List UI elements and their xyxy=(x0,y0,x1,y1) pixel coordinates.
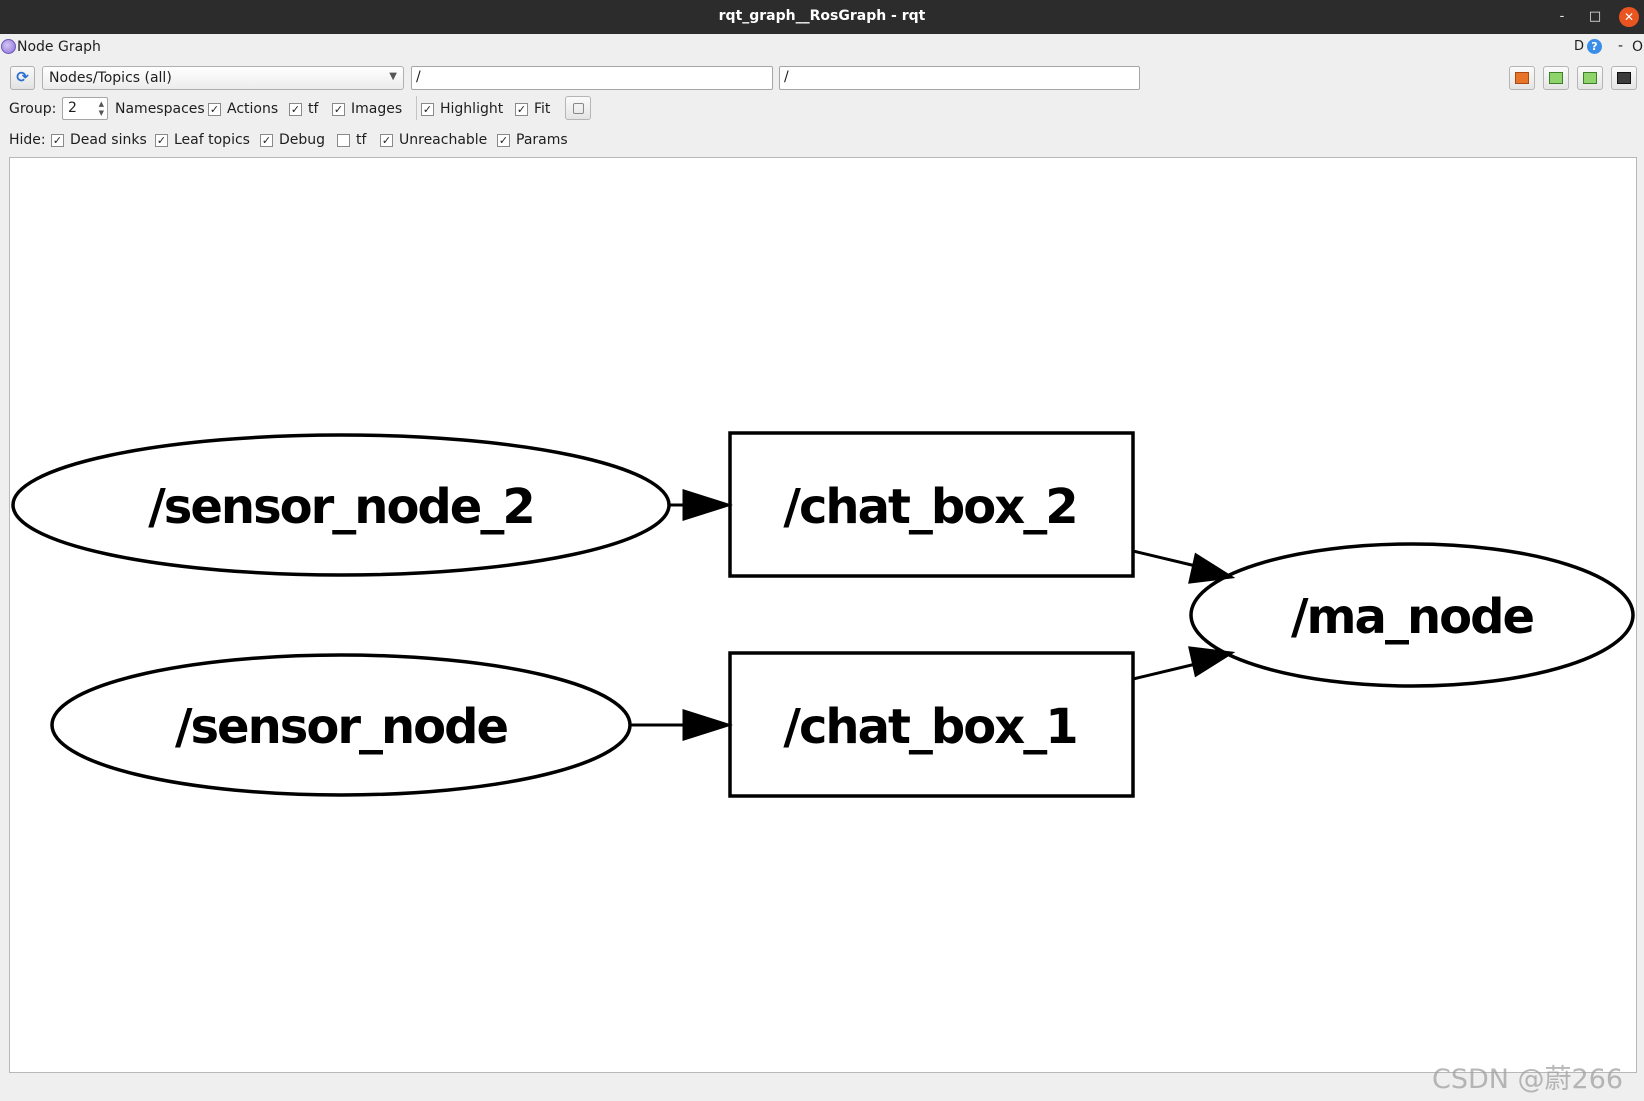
graph-topic-chat-box-1[interactable]: /chat_box_1 xyxy=(728,651,1135,798)
hide-tf-checkbox[interactable]: tf xyxy=(337,132,366,148)
params-checkbox[interactable]: ✓ Params xyxy=(497,132,568,148)
checkbox-box: ✓ xyxy=(515,102,528,116)
edge-chat-box-1-to-ma-node[interactable] xyxy=(1132,661,1201,681)
dead-sinks-label: Dead sinks xyxy=(70,132,147,148)
window-title: rqt_graph__RosGraph - rqt xyxy=(718,8,926,24)
images-label: Images xyxy=(351,101,403,117)
checkbox-box: ✓ xyxy=(51,133,64,147)
graph-node-sensor-node-2[interactable]: /sensor_node_2 xyxy=(11,433,671,577)
node-label-ma-node: /ma_node xyxy=(1291,589,1533,645)
fit-view-icon xyxy=(573,103,584,114)
plugin-title: Node Graph xyxy=(17,39,101,55)
view-mode-value: Nodes/Topics (all) xyxy=(49,70,172,86)
topic-label-chat-box-1: /chat_box_1 xyxy=(783,699,1076,755)
debug-checkbox[interactable]: ✓ Debug xyxy=(260,132,325,148)
checkbox-box: ✓ xyxy=(155,133,168,147)
params-label: Params xyxy=(516,132,568,148)
dock-toggle-button[interactable]: D xyxy=(1574,39,1585,54)
leaf-topics-label: Leaf topics xyxy=(174,132,250,148)
graph-topic-chat-box-2[interactable]: /chat_box_2 xyxy=(728,431,1135,578)
group-value: 2 xyxy=(68,100,77,116)
minimize-plugin-button[interactable]: - xyxy=(1618,38,1624,54)
checkbox-box: ✓ xyxy=(380,133,393,147)
close-button[interactable]: ✕ xyxy=(1619,7,1639,27)
fit-checkbox[interactable]: ✓ Fit xyxy=(515,101,550,117)
float-plugin-button[interactable]: O xyxy=(1632,39,1644,55)
unreachable-checkbox[interactable]: ✓ Unreachable xyxy=(380,132,487,148)
chevron-down-icon: ▼ xyxy=(389,71,397,82)
node-shape xyxy=(50,653,632,797)
spin-down-icon[interactable]: ▼ xyxy=(98,109,104,117)
leaf-topics-checkbox[interactable]: ✓ Leaf topics xyxy=(155,132,250,148)
graph-edges xyxy=(630,488,1236,742)
save-svg-button[interactable] xyxy=(1577,66,1603,90)
spin-up-icon[interactable]: ▲ xyxy=(98,100,104,108)
save-dot-icon xyxy=(1549,72,1563,84)
save-image-icon xyxy=(1617,72,1631,84)
highlight-checkbox[interactable]: ✓ Highlight xyxy=(421,101,503,117)
maximize-button[interactable]: □ xyxy=(1588,9,1602,24)
arrowhead xyxy=(682,488,733,522)
folder-open-icon xyxy=(1515,72,1529,84)
actions-checkbox[interactable]: ✓ Actions xyxy=(208,101,278,117)
view-mode-select[interactable]: Nodes/Topics (all) ▼ xyxy=(42,66,404,90)
save-image-button[interactable] xyxy=(1611,66,1637,90)
watermark: CSDN @蔚266 xyxy=(1432,1064,1624,1095)
dead-sinks-checkbox[interactable]: ✓ Dead sinks xyxy=(51,132,147,148)
graph-node-ma-node[interactable]: /ma_node xyxy=(1189,542,1635,688)
edge-chat-box-2-to-ma-node[interactable] xyxy=(1132,549,1201,569)
checkbox-box: ✓ xyxy=(497,133,510,147)
fit-in-view-button[interactable] xyxy=(565,96,591,120)
arrowhead xyxy=(1188,646,1236,678)
refresh-button[interactable]: ⟳ xyxy=(10,66,35,90)
checkbox-box: ✓ xyxy=(332,102,345,116)
tf-label: tf xyxy=(308,101,319,117)
tf-checkbox[interactable]: ✓ tf xyxy=(289,101,318,117)
node-graph-icon xyxy=(1,39,16,54)
group-label: Group: xyxy=(9,101,57,117)
highlight-label: Highlight xyxy=(440,101,504,117)
node-filter-input[interactable]: / xyxy=(411,66,773,90)
images-checkbox[interactable]: ✓ Images xyxy=(332,101,402,117)
load-dot-button[interactable] xyxy=(1509,66,1535,90)
checkbox-box xyxy=(337,133,350,147)
checkbox-box: ✓ xyxy=(208,102,221,116)
checkbox-box: ✓ xyxy=(260,133,273,147)
help-icon[interactable]: ? xyxy=(1587,39,1602,54)
topic-shape xyxy=(728,651,1135,798)
arrowhead xyxy=(1188,552,1236,584)
toolbar-separator xyxy=(416,96,417,120)
debug-label: Debug xyxy=(279,132,326,148)
node-shape xyxy=(1189,542,1635,688)
hide-tf-label: tf xyxy=(356,132,367,148)
save-dot-button[interactable] xyxy=(1543,66,1569,90)
topic-filter-input[interactable]: / xyxy=(779,66,1140,90)
save-svg-icon xyxy=(1583,72,1597,84)
topic-label-chat-box-2: /chat_box_2 xyxy=(783,479,1076,535)
checkbox-box: ✓ xyxy=(289,102,302,116)
fit-label: Fit xyxy=(534,101,551,117)
namespaces-label: Namespaces xyxy=(115,101,205,117)
plugin-header: Node Graph D ? - O xyxy=(0,37,1644,59)
unreachable-label: Unreachable xyxy=(399,132,488,148)
graph-node-sensor-node[interactable]: /sensor_node xyxy=(50,653,632,797)
checkbox-box: ✓ xyxy=(421,102,434,116)
node-shape xyxy=(11,433,671,577)
refresh-icon: ⟳ xyxy=(16,68,29,86)
graph-svg: /sensor_node_2 /sensor_node /chat_box_2 … xyxy=(11,431,1635,798)
node-label-sensor-node-2: /sensor_node_2 xyxy=(148,479,534,535)
title-bar: rqt_graph__RosGraph - rqt - □ ✕ xyxy=(0,0,1644,34)
minimize-button[interactable]: - xyxy=(1559,9,1565,24)
graph-canvas[interactable]: /sensor_node_2 /sensor_node /chat_box_2 … xyxy=(9,157,1637,1073)
hide-label: Hide: xyxy=(9,132,46,148)
arrowhead xyxy=(682,708,733,742)
node-label-sensor-node: /sensor_node xyxy=(175,699,508,755)
topic-shape xyxy=(728,431,1135,578)
actions-label: Actions xyxy=(227,101,279,117)
group-spinbox[interactable]: 2 ▲ ▼ xyxy=(62,97,108,120)
